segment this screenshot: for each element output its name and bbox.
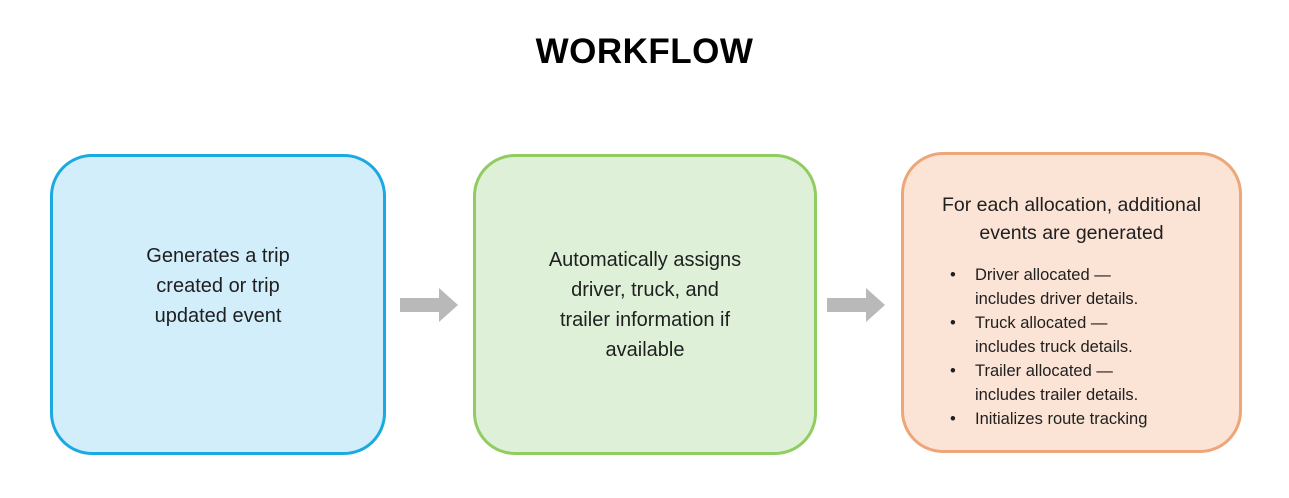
list-item: • Trailer allocated — includes trailer d…	[950, 359, 1229, 407]
step-2-text: Automatically assigns driver, truck, and…	[548, 248, 742, 361]
flow-arrow-1	[400, 288, 458, 322]
list-item-text: Initializes route tracking	[975, 410, 1148, 428]
allocation-events-list: • Driver allocated — includes driver det…	[904, 263, 1239, 431]
right-arrow-icon	[827, 288, 885, 322]
list-item-text: Driver allocated — includes driver detai…	[975, 266, 1139, 308]
page-title: WORKFLOW	[535, 32, 754, 71]
bullet-icon: •	[950, 314, 956, 332]
list-item-text: Trailer allocated — includes trailer det…	[975, 362, 1139, 404]
list-item: • Truck allocated — includes truck detai…	[950, 311, 1229, 359]
workflow-step-allocation-events: For each allocation, additional events a…	[901, 152, 1242, 453]
bullet-icon: •	[950, 266, 956, 284]
list-item-text: Truck allocated — includes truck details…	[975, 314, 1133, 356]
list-item: • Driver allocated — includes driver det…	[950, 263, 1229, 311]
right-arrow-icon	[400, 288, 458, 322]
step-3-heading: For each allocation, additional events a…	[941, 194, 1202, 244]
bullet-icon: •	[950, 410, 956, 428]
workflow-step-trip-event: Generates a trip created or trip updated…	[50, 154, 386, 455]
list-item: • Initializes route tracking	[950, 407, 1229, 431]
flow-arrow-2	[827, 288, 885, 322]
workflow-step-auto-assign: Automatically assigns driver, truck, and…	[473, 154, 817, 455]
bullet-icon: •	[950, 362, 956, 380]
step-1-text: Generates a trip created or trip updated…	[146, 244, 290, 327]
